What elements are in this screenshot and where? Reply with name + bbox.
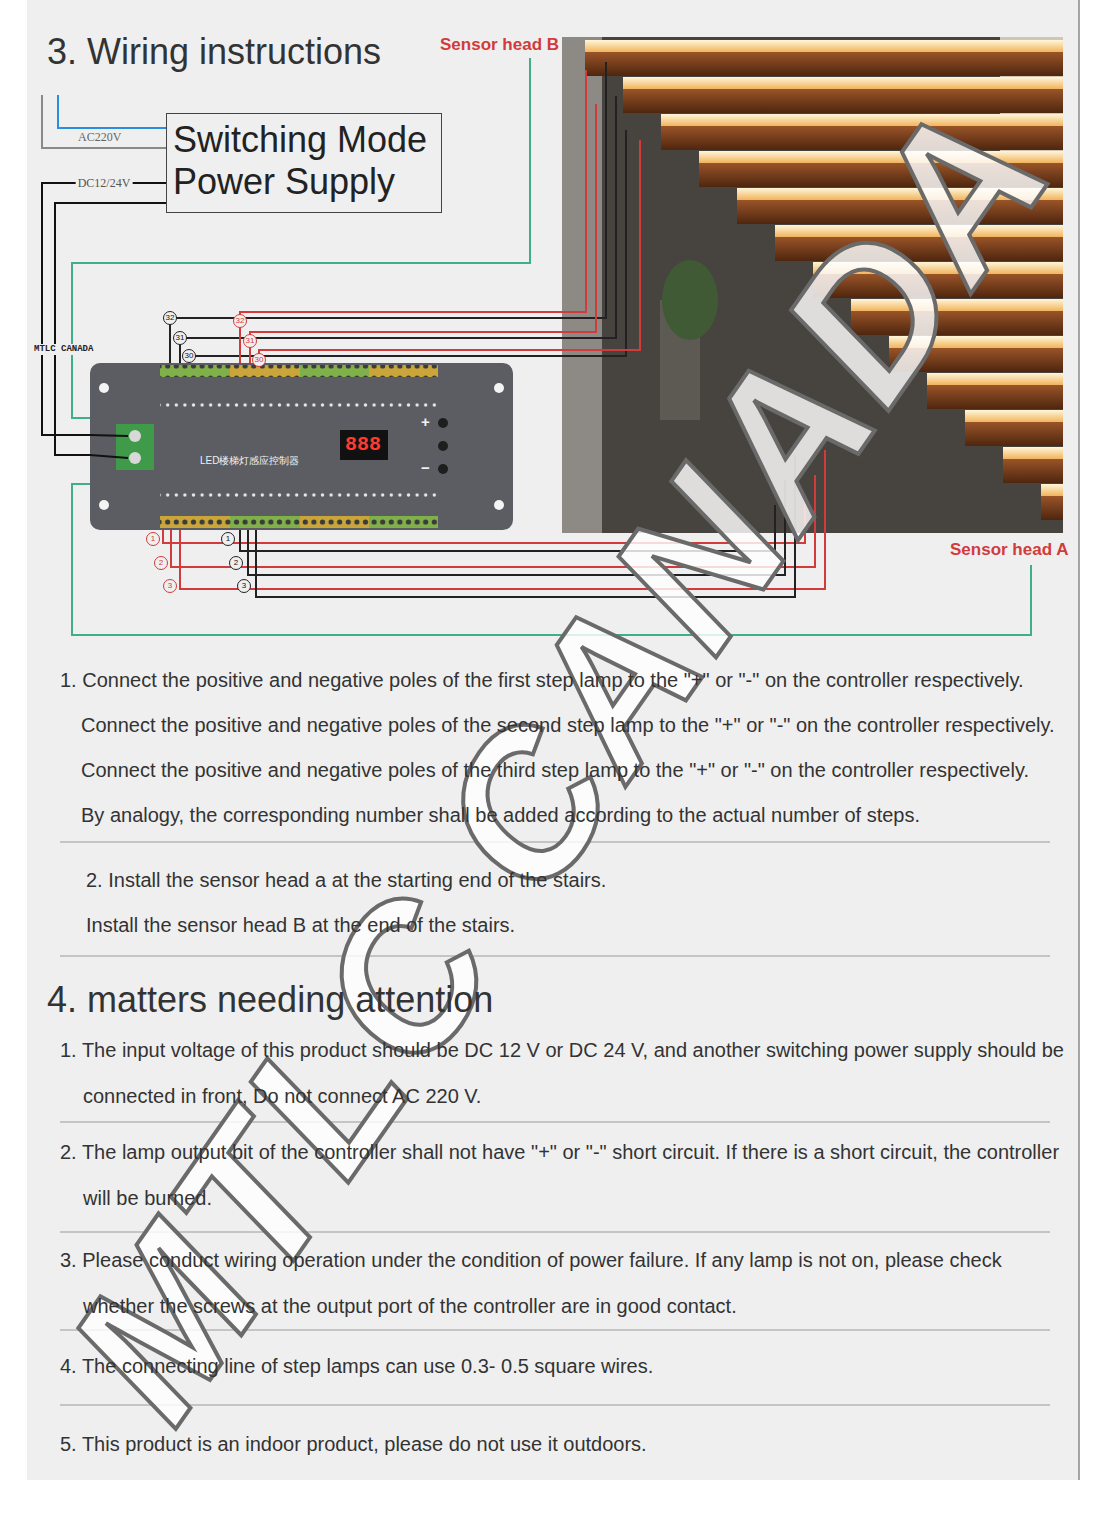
mounting-hole [494, 500, 504, 510]
stair-step [699, 151, 1063, 187]
control-button [438, 418, 448, 428]
power-wire [42, 183, 166, 435]
terminal-screws [160, 516, 438, 528]
stair-step [1041, 484, 1063, 520]
callout-number: 31 [173, 331, 187, 345]
button-label: + [421, 414, 430, 430]
page-edge [1078, 0, 1080, 1480]
stair-step [889, 336, 1063, 372]
node-text: Switching Mode Power Supply [173, 119, 435, 203]
ac-wire [42, 95, 166, 148]
instruction-text: By analogy, the corresponding number sha… [81, 803, 920, 827]
sensor-label: Sensor head A [950, 540, 1068, 560]
instruction-text: Connect the positive and negative poles … [81, 713, 1055, 737]
callout-number: 32 [233, 314, 247, 328]
dc-wire [90, 455, 128, 458]
callout-number: 1 [221, 532, 235, 546]
divider-line [60, 956, 1050, 957]
control-button [438, 441, 448, 451]
terminal-screws [160, 365, 438, 377]
button-label: − [421, 460, 430, 476]
indicator-dots [160, 487, 438, 497]
wire-label: DC12/24V [76, 176, 133, 190]
callout-number: 31 [243, 334, 257, 348]
power-supply-box: Switching Mode Power Supply [166, 113, 442, 213]
dc-wire [90, 435, 128, 436]
notice-item: 4. The connecting line of step lamps can… [60, 1343, 1068, 1389]
stair-step [775, 225, 1063, 261]
led-display [340, 430, 388, 460]
notice-item: 5. This product is an indoor product, pl… [60, 1421, 1068, 1467]
mounting-hole [99, 500, 109, 510]
divider-line [60, 1330, 1050, 1331]
terminal-screw [129, 452, 141, 464]
photo-plant [662, 260, 718, 340]
controller-unit: LED楼梯灯感应控制器 888 [90, 363, 513, 530]
stair-step [585, 40, 1063, 76]
step-wire [240, 70, 586, 372]
callout-number: 2 [154, 556, 168, 570]
callout-number: 30 [252, 353, 266, 367]
controller-housing [90, 363, 513, 530]
page-title: 3. Wiring instructions [47, 30, 381, 74]
stair-step [965, 410, 1063, 446]
instruction-text: Connect the positive and negative poles … [81, 758, 1029, 782]
stair-step [851, 299, 1063, 335]
instruction-text: Install the sensor head B at the end of … [86, 913, 515, 937]
divider-line [60, 1405, 1050, 1406]
ac-wire [58, 95, 166, 128]
node-text: LED楼梯灯感应控制器 [200, 455, 299, 467]
callout-number: 30 [182, 349, 196, 363]
callout-number: 32 [163, 311, 177, 325]
stair-step [1003, 447, 1063, 483]
notice-item: 2. The lamp output bit of the controller… [60, 1129, 1068, 1221]
step-wire [170, 62, 606, 372]
notice-item: 3. Please conduct wiring operation under… [60, 1237, 1068, 1329]
wires [42, 58, 1031, 635]
stair-step [927, 373, 1063, 409]
brand-mark: MTLC CANADA [33, 344, 94, 355]
controller-body [90, 363, 513, 530]
instruction-text: 2. Install the sensor head a at the star… [86, 868, 606, 892]
indicator-dots [160, 402, 438, 412]
stair-step [661, 114, 1063, 150]
divider-line [60, 1122, 1050, 1123]
dividers [60, 842, 1050, 1405]
section-heading: 4. matters needing attention [47, 978, 493, 1022]
power-terminal [116, 424, 154, 470]
stair-photo [562, 37, 1063, 533]
mounting-hole [99, 383, 109, 393]
divider-line [60, 842, 1050, 843]
callout-number: 3 [163, 579, 177, 593]
terminal-screw [129, 430, 141, 442]
node-text: 888 [345, 434, 381, 456]
voltage-label: AC220V [78, 130, 121, 144]
callout-number: 3 [237, 579, 251, 593]
stair-step [737, 188, 1063, 224]
control-button [438, 464, 448, 474]
callout-number: 1 [146, 532, 160, 546]
notice-item: 1. The input voltage of this product sho… [60, 1027, 1068, 1119]
callout-number: 2 [229, 556, 243, 570]
mounting-hole [494, 383, 504, 393]
sensor-label: Sensor head B [440, 35, 559, 55]
stair-step [623, 77, 1063, 113]
instruction-text: 1. Connect the positive and negative pol… [60, 668, 1024, 692]
divider-line [60, 1232, 1050, 1233]
stair-step [813, 262, 1063, 298]
